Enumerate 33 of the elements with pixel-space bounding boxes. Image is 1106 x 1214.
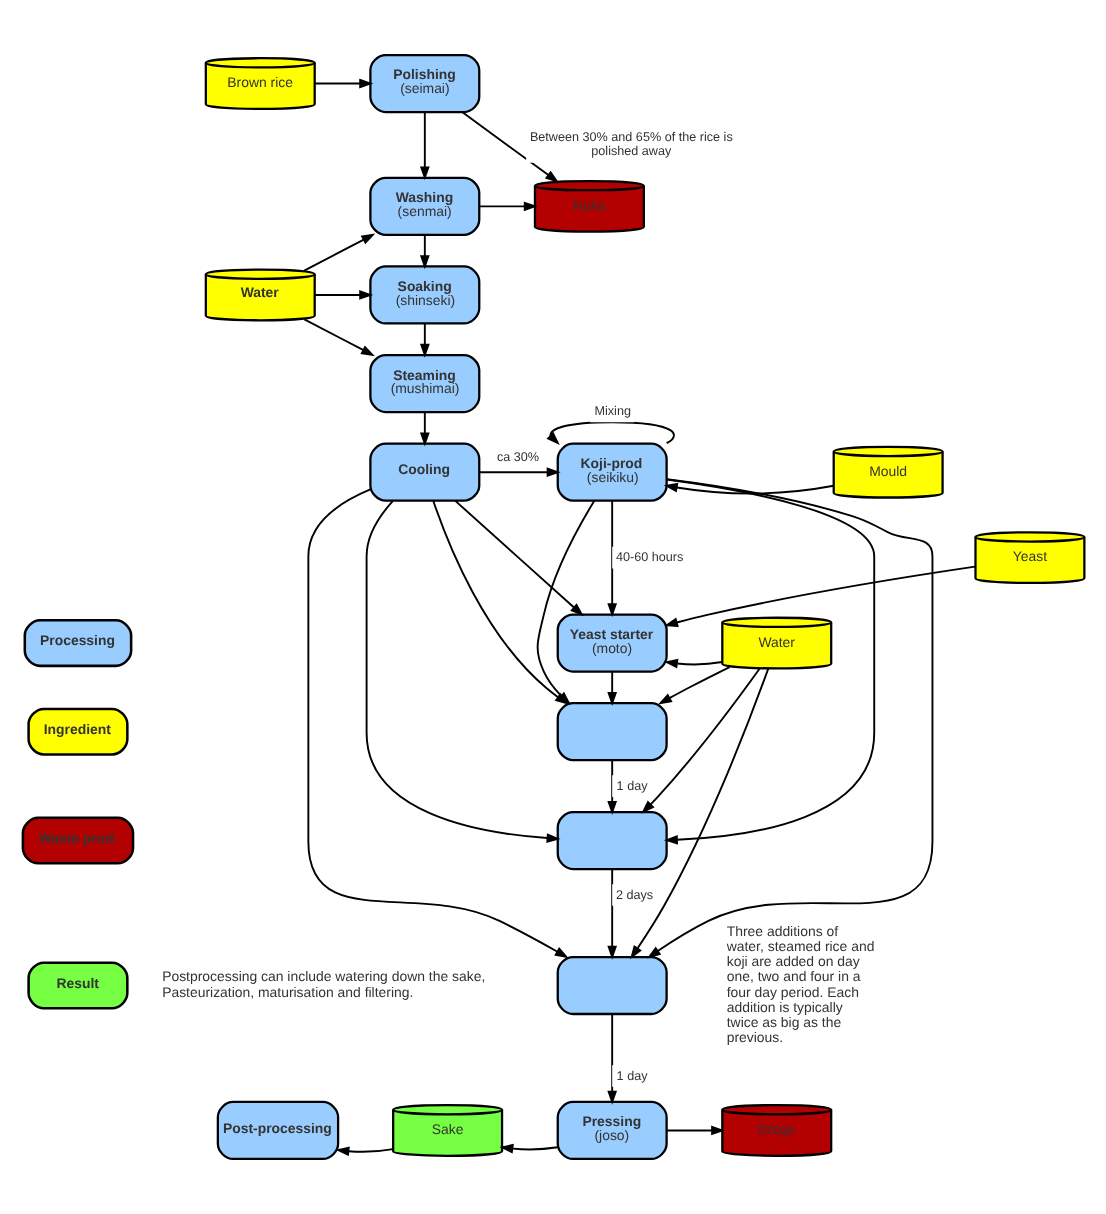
arrow [303, 318, 375, 357]
node-box [556, 810, 668, 871]
arrow [607, 670, 618, 706]
arrow [478, 201, 538, 212]
arrow [313, 78, 374, 89]
arrow [454, 499, 584, 617]
arrow [663, 658, 724, 669]
arrow [665, 1125, 726, 1136]
arrow [335, 1146, 394, 1157]
arrow [607, 499, 618, 618]
arrow [313, 290, 374, 300]
arrow [419, 411, 430, 447]
arrow [461, 111, 559, 183]
arrow [607, 759, 618, 815]
arrow [365, 499, 561, 843]
node-box [556, 955, 668, 1016]
arrow [546, 421, 675, 446]
arrow [478, 467, 561, 478]
arrow [663, 478, 876, 845]
arrow [658, 666, 731, 705]
arrow [630, 667, 770, 960]
arrow [499, 1143, 559, 1154]
arrow [646, 478, 934, 959]
arrow [419, 233, 430, 270]
node-box [556, 702, 668, 762]
arrow [664, 565, 976, 628]
arrow [303, 233, 376, 272]
arrow [419, 111, 430, 181]
arrow [419, 322, 430, 358]
arrow [641, 667, 761, 814]
arrow [663, 482, 835, 495]
arrow [607, 1013, 618, 1105]
arrow [607, 868, 618, 960]
